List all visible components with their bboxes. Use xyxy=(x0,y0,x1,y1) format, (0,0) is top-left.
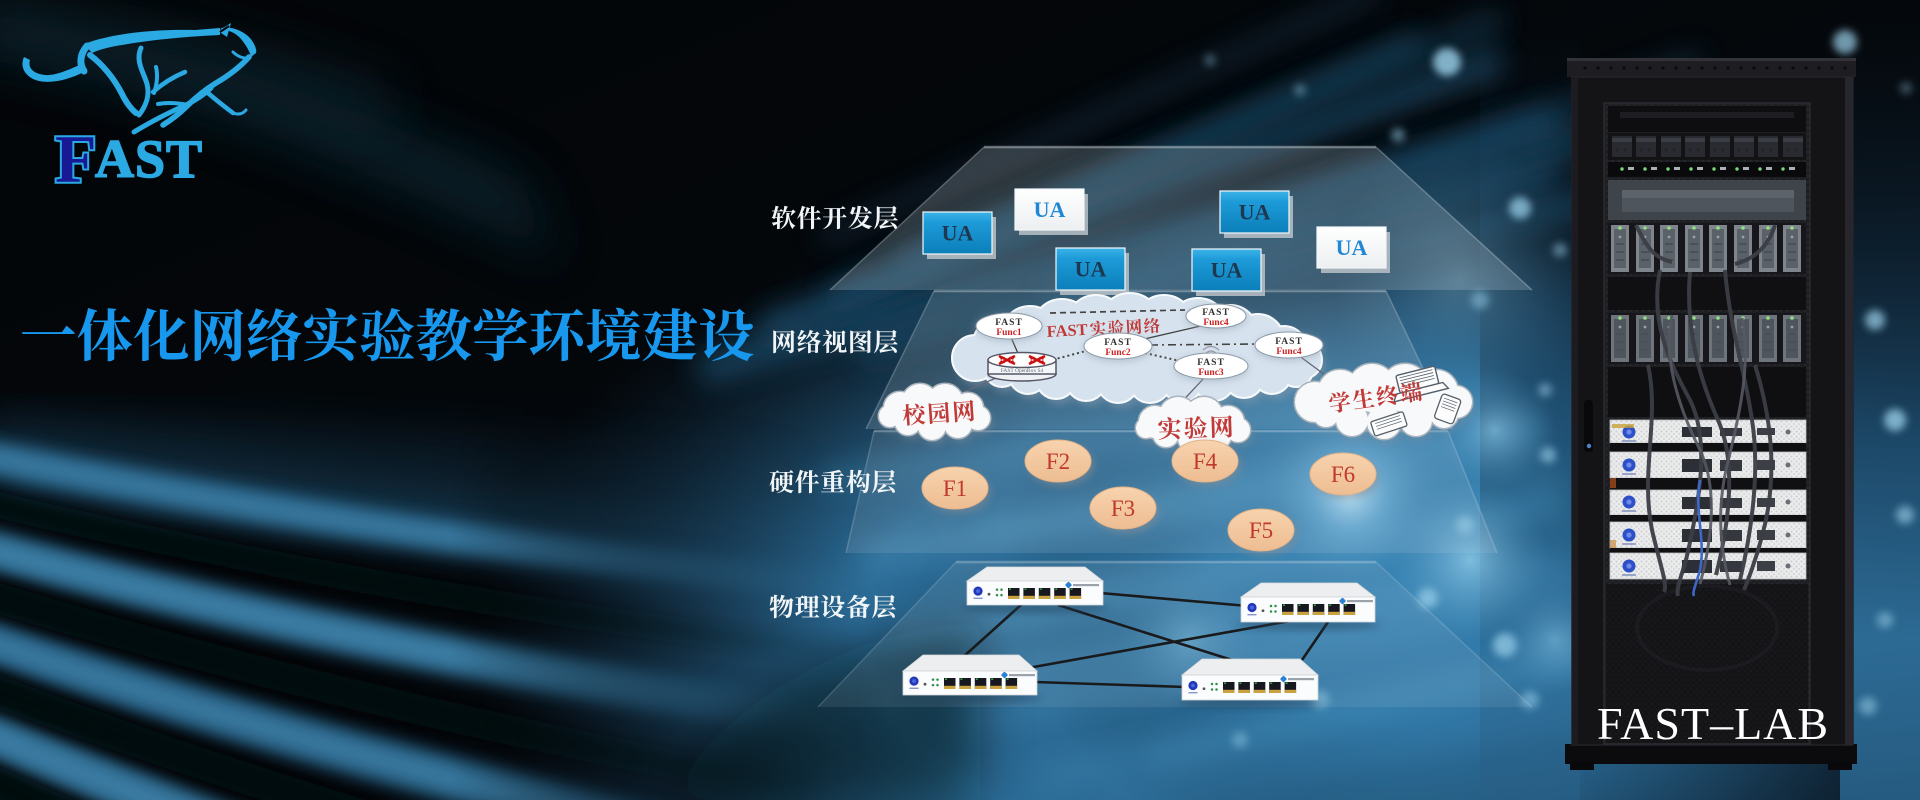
svg-text:UA: UA xyxy=(1034,197,1066,222)
svg-text:F: F xyxy=(55,121,97,197)
svg-text:FAST: FAST xyxy=(1046,320,1088,341)
svg-text:Func1: Func1 xyxy=(996,328,1022,338)
svg-text:FAST: FAST xyxy=(1197,358,1225,368)
svg-text:UA: UA xyxy=(1075,257,1107,282)
svg-text:Func3: Func3 xyxy=(1198,368,1224,378)
svg-text:Func4: Func4 xyxy=(1276,347,1302,357)
svg-text:Func4: Func4 xyxy=(1203,318,1229,328)
svg-text:FAST: FAST xyxy=(1275,337,1303,347)
svg-text:F3: F3 xyxy=(1111,496,1135,521)
svg-text:FAST: FAST xyxy=(1104,338,1132,348)
svg-text:F1: F1 xyxy=(943,476,967,501)
svg-text:UA: UA xyxy=(1239,200,1271,225)
svg-text:UA: UA xyxy=(942,221,974,246)
svg-text:FAST OpenBox S4: FAST OpenBox S4 xyxy=(1001,368,1044,374)
svg-text:FAST–LAB: FAST–LAB xyxy=(1597,698,1829,749)
svg-text:AST: AST xyxy=(95,129,203,189)
svg-text:UA: UA xyxy=(1336,235,1368,260)
svg-text:F6: F6 xyxy=(1331,462,1355,487)
svg-text:FAST: FAST xyxy=(1202,308,1230,318)
svg-text:FAST: FAST xyxy=(995,318,1023,328)
svg-text:UA: UA xyxy=(1211,258,1243,283)
svg-text:F4: F4 xyxy=(1193,449,1218,474)
svg-text:F5: F5 xyxy=(1249,518,1273,543)
svg-text:F2: F2 xyxy=(1046,449,1070,474)
svg-text:Func2: Func2 xyxy=(1105,348,1131,358)
